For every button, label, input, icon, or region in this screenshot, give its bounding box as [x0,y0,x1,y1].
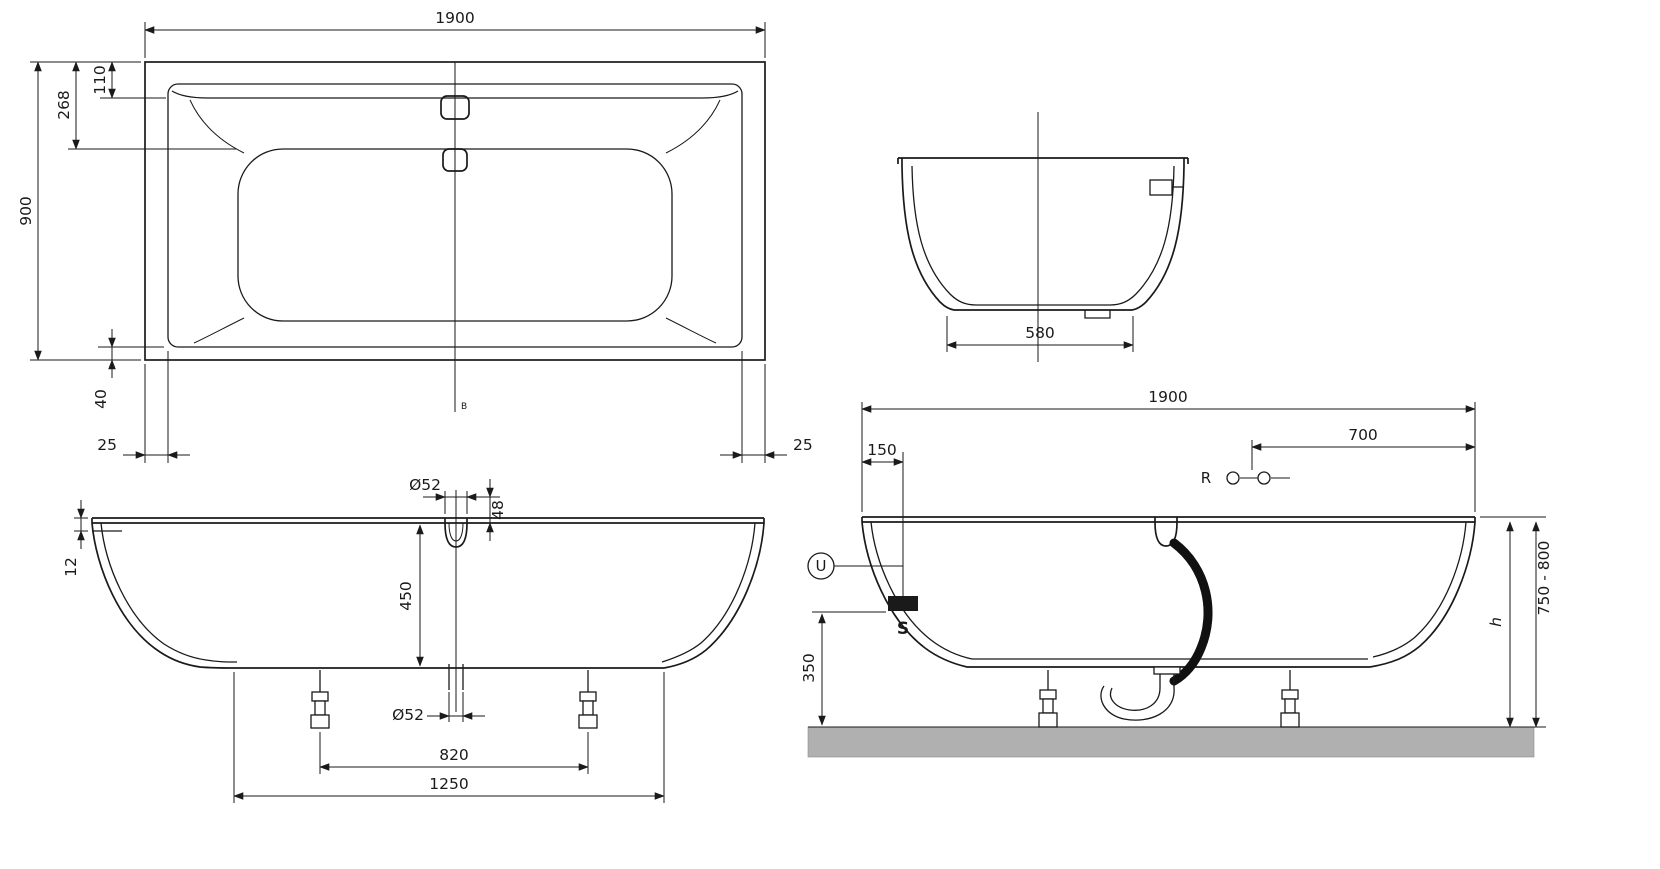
dim-plan-40: 40 [92,389,110,409]
section-mark-label: B [461,402,467,412]
dim-install-150: 150 [867,441,897,459]
dim-install-700: 700 [1348,426,1378,444]
foot-left [310,670,330,729]
side-dimensions: Ø52 48 12 450 Ø52 [62,476,665,803]
trap-pipe [1109,687,1161,711]
drain-recess [1084,310,1111,319]
r-connection-label: R [1201,469,1211,487]
dim-side-820: 820 [439,746,469,764]
dim-plan-268: 268 [55,90,73,120]
dim-side-12: 12 [62,557,80,577]
s-connection-box [888,596,918,611]
dim-plan-110: 110 [91,65,109,95]
dim-side-dia52-top: Ø52 [409,476,441,494]
dim-install-h: h [1487,617,1505,627]
foot-right [578,670,598,729]
side-elevation-view: Ø52 48 12 450 Ø52 [62,476,765,803]
dim-install-350: 350 [800,653,818,683]
foot-right [1280,670,1300,728]
dim-install-750-800: 750 - 800 [1535,541,1553,616]
r-connection-symbol [1226,471,1240,485]
plan-tub-outline: B [144,61,766,412]
dim-plan-25-left: 25 [97,436,117,454]
s-connection-label: S [897,619,909,639]
u-connection-label: U [816,557,827,575]
install-dimensions: 1900 700 150 350 h 750 - 800 [800,388,1553,728]
dim-plan-900: 900 [17,196,35,226]
dim-section-580: 580 [1025,324,1055,342]
dim-plan-25-right: 25 [793,436,813,454]
dim-side-450: 450 [397,581,415,611]
drain-flange [1153,666,1181,675]
install-outline [861,516,1476,728]
section-outline [897,112,1189,362]
side-outline [91,490,765,729]
plan-dimensions: 1900 110 268 900 40 [17,9,813,463]
dim-side-dia52-bottom: Ø52 [392,706,424,724]
dim-side-1250: 1250 [429,775,468,793]
dim-install-1900: 1900 [1148,388,1187,406]
dim-plan-length: 1900 [435,9,474,27]
plan-view: B 1900 110 268 900 [17,9,813,463]
end-section-view: 580 [897,112,1189,362]
installation-view: U S R 1900 700 150 3 [800,388,1553,758]
waste-hose [1169,538,1213,686]
floor-slab [807,726,1535,758]
dim-side-48: 48 [489,500,507,520]
r-connection-symbol [1257,471,1271,485]
section-dimensions: 580 [946,316,1134,352]
foot-left [1038,670,1058,728]
overflow-fitting [1154,517,1178,547]
overflow-bracket [1149,179,1173,196]
install-connections: U S R [807,452,1290,639]
